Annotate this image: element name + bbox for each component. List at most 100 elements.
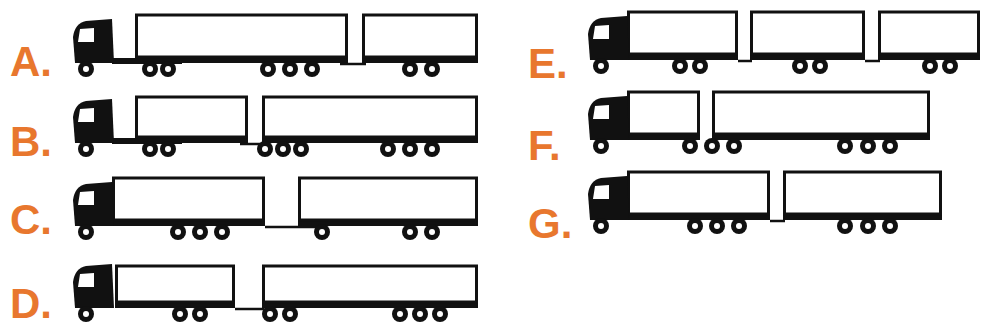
wheel xyxy=(792,58,808,74)
wheel-hub xyxy=(417,311,423,317)
truck-cab xyxy=(73,99,114,143)
cargo-box xyxy=(629,172,769,214)
wheel xyxy=(78,61,94,77)
wheel-hub xyxy=(692,223,698,229)
wheel xyxy=(142,141,158,157)
wheel xyxy=(432,306,448,322)
cargo-box xyxy=(137,97,247,137)
wheel xyxy=(704,138,720,154)
wheel xyxy=(380,141,396,157)
wheel-hub xyxy=(197,229,203,235)
drawbar xyxy=(865,60,880,63)
wheel-hub xyxy=(83,146,89,152)
wheel-hub xyxy=(197,311,203,317)
cab-window xyxy=(78,191,94,205)
wheel-hub xyxy=(865,223,871,229)
truck-cab xyxy=(73,264,114,308)
wheel xyxy=(593,138,609,154)
wheel-hub xyxy=(83,311,89,317)
wheel-hub xyxy=(265,66,271,72)
cargo-box xyxy=(300,178,477,220)
wheel-hub xyxy=(598,143,604,149)
wheel-hub xyxy=(287,66,293,72)
wheel-hub xyxy=(842,223,848,229)
drawbar xyxy=(340,63,366,66)
wheel-hub xyxy=(262,146,268,152)
wheel xyxy=(172,306,188,322)
wheel-hub xyxy=(83,229,89,235)
wheel xyxy=(392,306,408,322)
wheel-hub xyxy=(947,63,953,69)
wheel xyxy=(837,218,853,234)
wheel-hub xyxy=(280,146,286,152)
wheel xyxy=(726,138,742,154)
wheel-hub xyxy=(397,311,403,317)
cargo-box xyxy=(137,15,347,57)
wheel-hub xyxy=(147,146,153,152)
cargo-box xyxy=(752,12,864,54)
wheel xyxy=(282,61,298,77)
drawbar xyxy=(265,226,322,229)
truck-silhouette xyxy=(73,264,478,322)
wheel xyxy=(412,306,428,322)
wheel-hub xyxy=(407,66,413,72)
wheel xyxy=(593,218,609,234)
cargo-box xyxy=(264,97,477,137)
wheel-hub xyxy=(309,66,315,72)
wheel-hub xyxy=(298,146,304,152)
wheel-hub xyxy=(177,311,183,317)
wheel xyxy=(424,224,440,240)
wheel-hub xyxy=(677,63,683,69)
drawbar xyxy=(738,60,752,63)
truck-silhouette xyxy=(588,12,980,74)
trailer-chassis xyxy=(262,303,478,308)
configuration-letter: G. xyxy=(528,200,572,248)
wheel-hub xyxy=(267,311,273,317)
cab-window xyxy=(593,185,609,199)
truck-silhouette xyxy=(73,97,478,157)
wheel-hub xyxy=(817,63,823,69)
wheel xyxy=(837,138,853,154)
truck-cab xyxy=(73,182,114,226)
wheel-hub xyxy=(385,146,391,152)
wheel xyxy=(142,61,158,77)
wheel xyxy=(214,224,230,240)
truck-silhouette xyxy=(73,15,478,77)
configuration-letter: B. xyxy=(10,118,52,166)
wheel-hub xyxy=(842,143,848,149)
drawbar xyxy=(770,220,785,223)
wheel xyxy=(942,58,958,74)
wheel xyxy=(304,61,320,77)
cargo-box xyxy=(364,15,477,57)
wheel-hub xyxy=(175,229,181,235)
cab-window xyxy=(78,108,94,122)
wheel xyxy=(402,141,418,157)
truck-cab xyxy=(73,19,114,63)
wheel-hub xyxy=(865,143,871,149)
trailer-chassis xyxy=(262,138,478,143)
wheel-hub xyxy=(429,146,435,152)
configuration-letter: E. xyxy=(528,40,568,88)
wheel xyxy=(812,58,828,74)
truck-silhouette xyxy=(588,172,942,234)
cargo-box xyxy=(114,178,264,220)
wheel xyxy=(882,218,898,234)
wheel xyxy=(192,306,208,322)
truck-cab xyxy=(588,96,629,140)
configuration-letter: A. xyxy=(10,38,52,86)
wheel-hub xyxy=(598,63,604,69)
wheel xyxy=(170,224,186,240)
trailer-chassis xyxy=(750,55,865,60)
wheel-hub xyxy=(709,143,715,149)
wheel xyxy=(402,224,418,240)
trailer-chassis xyxy=(115,303,235,308)
wheel xyxy=(78,224,94,240)
cargo-box xyxy=(880,12,979,54)
wheel xyxy=(275,141,291,157)
wheel-hub xyxy=(165,66,171,72)
wheel xyxy=(424,61,440,77)
wheel xyxy=(257,141,273,157)
cargo-box xyxy=(629,12,737,54)
wheel-hub xyxy=(429,66,435,72)
wheel xyxy=(882,138,898,154)
